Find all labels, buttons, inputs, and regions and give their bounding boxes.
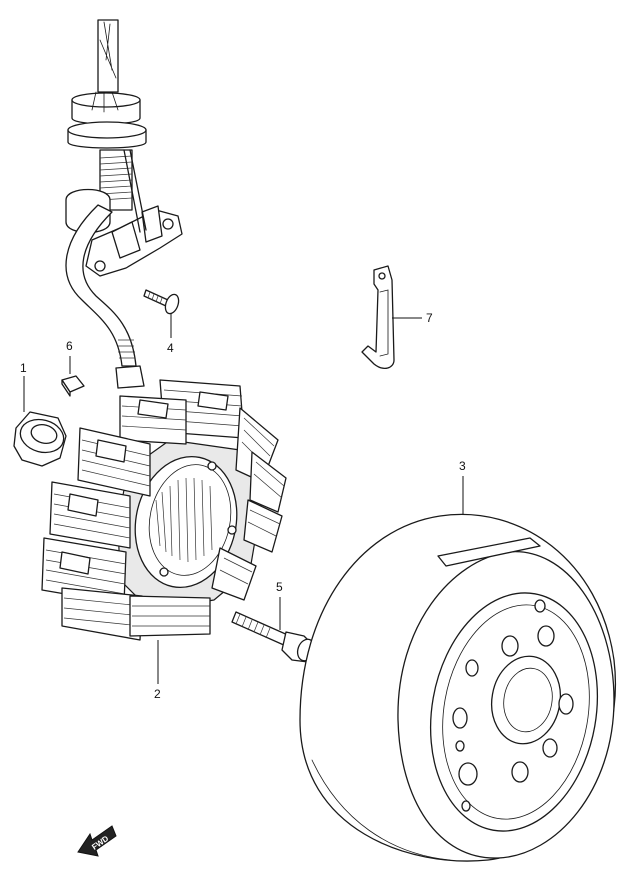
arrow-fwd-icon [77, 825, 117, 857]
callout-3: 3 [459, 459, 466, 514]
rotor-part-3 [299, 513, 616, 862]
bushing-part-1 [13, 411, 67, 467]
fwd-marker: FWD [77, 825, 117, 857]
callout-label-4: 4 [167, 341, 174, 355]
callout-label-2: 2 [154, 687, 161, 701]
callout-4: 4 [167, 314, 174, 355]
callout-5: 5 [276, 580, 283, 630]
callout-2: 2 [154, 640, 161, 701]
callout-label-6: 6 [66, 339, 73, 353]
callout-label-7: 7 [426, 311, 433, 325]
callout-label-3: 3 [459, 459, 466, 473]
bolt-part-5 [231, 611, 316, 663]
callout-6: 6 [66, 339, 73, 374]
callout-7: 7 [392, 311, 433, 325]
wire-harness [65, 19, 183, 389]
key-part-6 [61, 375, 85, 397]
callout-1: 1 [20, 361, 27, 412]
callout-label-1: 1 [20, 361, 27, 375]
stator-part-2 [41, 379, 287, 641]
retainer-part-7 [361, 265, 395, 370]
screw-part-4 [143, 289, 180, 315]
callout-label-5: 5 [276, 580, 283, 594]
